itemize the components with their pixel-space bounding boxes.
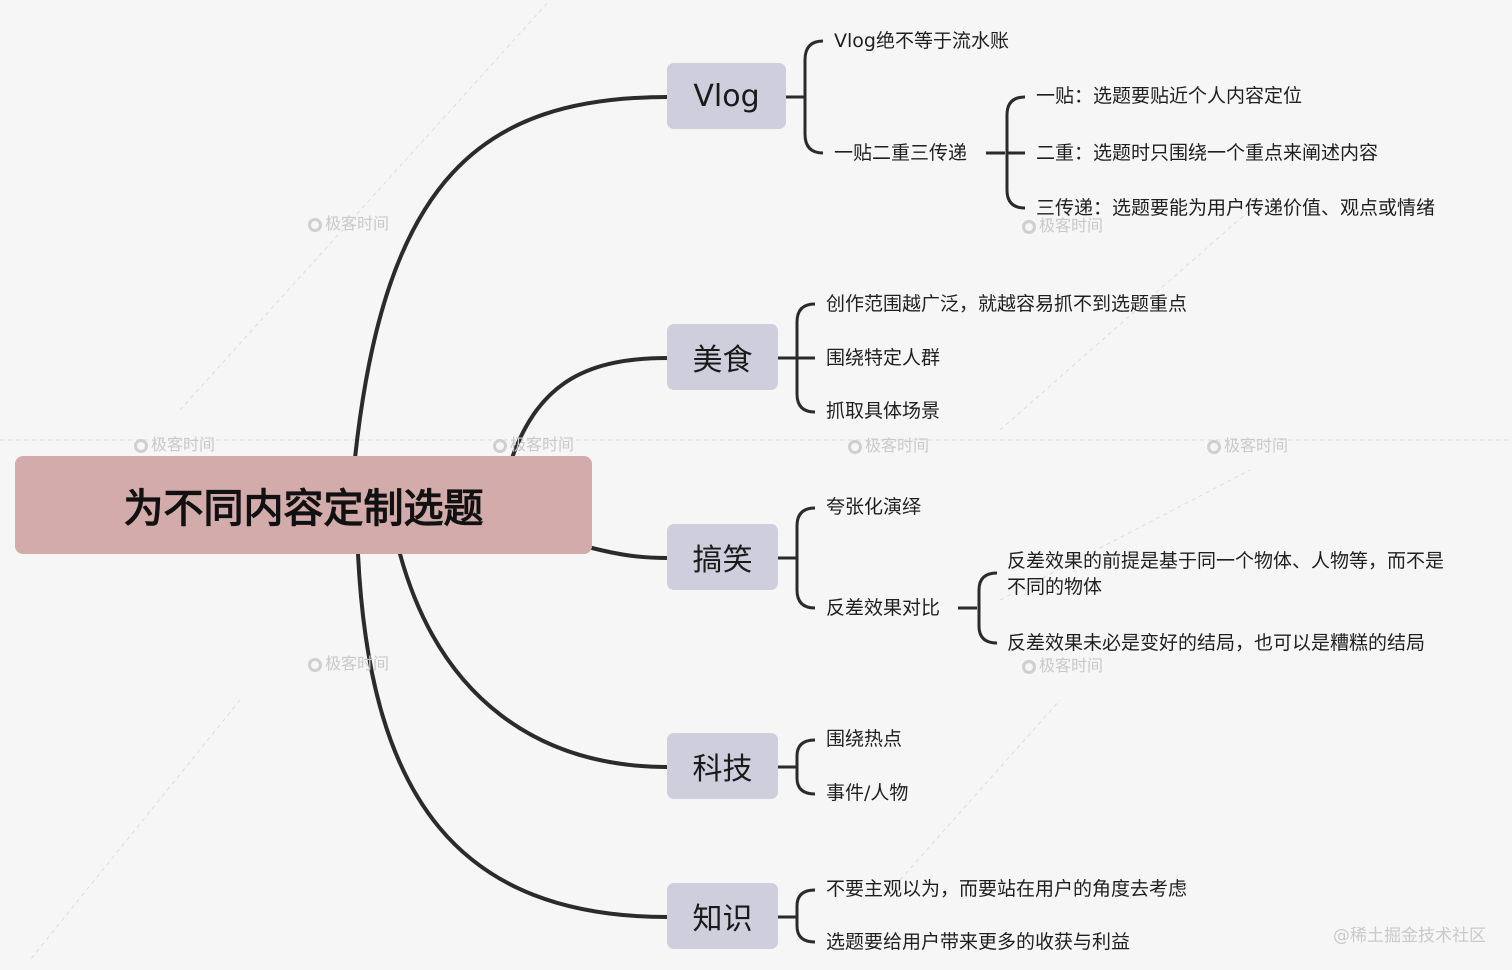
watermark: 极客时间 xyxy=(134,431,215,455)
funny-item[interactable]: 夸张化演绎 xyxy=(826,496,922,518)
vlog-subitem[interactable]: 三传递：选题要能为用户传递价值、观点或情绪 xyxy=(1036,197,1436,219)
watermark: 极客时间 xyxy=(1022,652,1103,676)
topic-food[interactable]: 美食 xyxy=(667,324,778,390)
branch-knowledge xyxy=(356,552,670,919)
topic-knowledge[interactable]: 知识 xyxy=(667,883,778,949)
funny-subitem-line: 不同的物体 xyxy=(1007,576,1103,598)
root-topic[interactable]: 为不同内容定制选题 xyxy=(15,456,592,554)
funny-subitem[interactable]: 反差效果的前提是基于同一个物体、人物等，而不是 不同的物体 xyxy=(1007,548,1444,600)
watermark-logo-icon xyxy=(134,439,148,453)
vlog-item[interactable]: Vlog绝不等于流水账 xyxy=(834,30,1009,52)
watermark: 极客时间 xyxy=(493,431,574,455)
watermark-logo-icon xyxy=(848,440,862,454)
watermark-logo-icon xyxy=(308,658,322,672)
food-item[interactable]: 围绕特定人群 xyxy=(826,347,941,369)
knowledge-item[interactable]: 选题要给用户带来更多的收获与利益 xyxy=(826,931,1131,953)
funny-subitem-line: 反差效果的前提是基于同一个物体、人物等，而不是 xyxy=(1007,550,1445,572)
food-item[interactable]: 抓取具体场景 xyxy=(826,400,941,422)
vlog-item[interactable]: 一贴二重三传递 xyxy=(834,142,968,164)
topic-funny[interactable]: 搞笑 xyxy=(667,524,778,590)
watermark: 极客时间 xyxy=(1022,212,1103,236)
tech-item[interactable]: 事件/人物 xyxy=(826,782,909,804)
watermark: 极客时间 xyxy=(848,432,929,456)
watermark: 极客时间 xyxy=(308,650,389,674)
funny-item[interactable]: 反差效果对比 xyxy=(826,597,941,619)
branch-food xyxy=(510,356,670,460)
footer-credit: @稀土掘金技术社区 xyxy=(1333,926,1486,946)
funny-subitem[interactable]: 反差效果未必是变好的结局，也可以是糟糕的结局 xyxy=(1007,632,1426,654)
topic-tech[interactable]: 科技 xyxy=(667,733,778,799)
watermark-logo-icon xyxy=(1207,440,1221,454)
watermark: 极客时间 xyxy=(308,210,389,234)
branch-funny xyxy=(590,546,670,560)
watermark-logo-icon xyxy=(1022,660,1036,674)
branch-tech xyxy=(398,552,670,769)
watermark-logo-icon xyxy=(493,439,507,453)
vlog-subitem[interactable]: 一贴：选题要贴近个人内容定位 xyxy=(1036,85,1303,107)
topic-vlog[interactable]: Vlog xyxy=(667,63,786,129)
knowledge-item[interactable]: 不要主观以为，而要站在用户的角度去考虑 xyxy=(826,878,1188,900)
branch-vlog xyxy=(353,95,670,460)
vlog-subitem[interactable]: 二重：选题时只围绕一个重点来阐述内容 xyxy=(1036,142,1379,164)
tech-item[interactable]: 围绕热点 xyxy=(826,728,903,750)
watermark: 极客时间 xyxy=(1207,432,1288,456)
food-item[interactable]: 创作范围越广泛，就越容易抓不到选题重点 xyxy=(826,293,1188,315)
watermark-logo-icon xyxy=(1022,220,1036,234)
watermark-logo-icon xyxy=(308,218,322,232)
